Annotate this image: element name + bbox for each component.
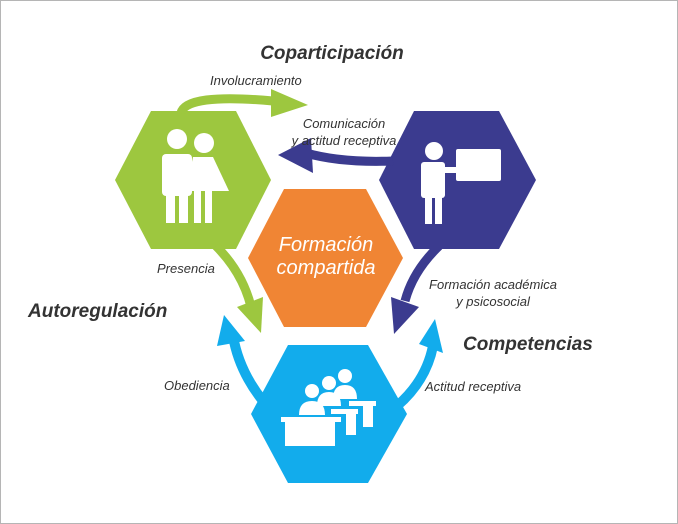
center-hexagon xyxy=(248,189,403,327)
label-formacion-2: y psicosocial xyxy=(455,294,531,309)
comunicacion-arrowhead xyxy=(278,138,313,173)
formacion-arrowhead xyxy=(391,297,419,334)
label-involucramiento: Involucramiento xyxy=(210,73,302,88)
formacion-arrow xyxy=(400,242,443,303)
heading-autoregulacion: Autoregulación xyxy=(27,301,167,322)
teacher-icon xyxy=(421,142,501,224)
center-title-line2: compartida xyxy=(277,257,376,279)
label-actitud: Actitud receptiva xyxy=(424,379,521,394)
label-comunicacion-1: Comunicación xyxy=(303,116,385,131)
label-formacion-1: Formación académica xyxy=(429,277,557,292)
comunicacion-arrow xyxy=(304,148,394,166)
heading-coparticipacion: Coparticipación xyxy=(260,43,404,64)
students-hexagon xyxy=(251,345,407,483)
center-title-line1: Formación xyxy=(279,234,373,256)
actitud-arrowhead xyxy=(419,319,443,353)
label-comunicacion-2: y actitud receptiva xyxy=(291,133,397,148)
actitud-arrow xyxy=(393,344,438,410)
involucramiento-arrow xyxy=(176,94,274,115)
label-obediencia: Obediencia xyxy=(164,378,230,393)
obediencia-arrowhead xyxy=(217,315,245,346)
family-icon xyxy=(162,129,229,223)
label-presencia: Presencia xyxy=(157,261,215,276)
involucramiento-arrowhead xyxy=(271,89,308,117)
obediencia-arrow xyxy=(228,335,267,405)
students-icon xyxy=(281,369,376,446)
presencia-arrowhead xyxy=(237,297,263,333)
heading-competencias: Competencias xyxy=(463,334,593,355)
